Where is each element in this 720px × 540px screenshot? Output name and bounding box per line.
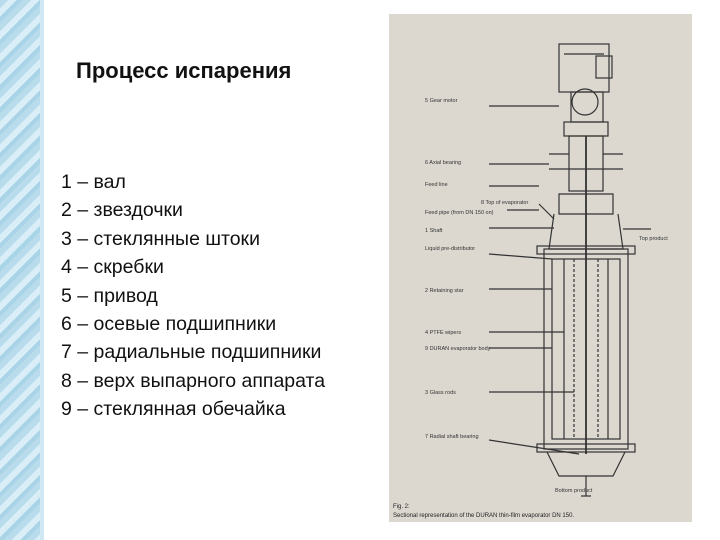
legend-item: 6 – осевые подшипники <box>61 313 277 336</box>
label-axial-bearing: 6 Axial bearing <box>425 160 461 166</box>
label-duran-body: 9 DURAN evaporator body <box>425 346 491 352</box>
label-ptfe-wipers: 4 PTFE wipers <box>425 330 461 336</box>
legend-item: 3 – стеклянные штоки <box>61 227 260 250</box>
legend-item: 9 – стеклянная обечайка <box>61 398 286 421</box>
evaporator-bottom-drawing <box>546 451 626 477</box>
label-top-product: Top product <box>639 236 668 242</box>
evaporator-body-drawing <box>543 248 629 450</box>
evaporator-figure: 5 Gear motor 6 Axial bearing Feed line 8… <box>389 14 692 522</box>
label-gear-motor: 5 Gear motor <box>425 98 458 104</box>
gearbox-drawing <box>571 88 599 116</box>
label-top-of-evaporator: 8 Top of evaporator <box>481 200 528 206</box>
legend-item: 5 – привод <box>61 284 158 307</box>
gear-motor-drawing <box>558 43 610 93</box>
label-shaft: 1 Shaft <box>425 228 443 234</box>
label-feed-pipe: Feed pipe (from DN 150 on) <box>425 210 494 216</box>
label-retaining-star: 2 Retaining star <box>425 288 464 294</box>
legend-list: 1 – вал 2 – звездочки 3 – стеклянные што… <box>61 168 325 424</box>
label-glass-rods: 3 Glass rods <box>425 390 456 396</box>
label-radial-bearing: 7 Radial shaft bearing <box>425 434 479 440</box>
figure-caption-text: Sectional representation of the DURAN th… <box>393 513 574 519</box>
legend-item: 8 – верх выпарного аппарата <box>61 369 326 392</box>
evaporator-drawing: 5 Gear motor 6 Axial bearing Feed line 8… <box>393 43 668 519</box>
figure-caption-title: Fig. 2: <box>393 504 410 510</box>
legend-item: 7 – радиальные подшипники <box>61 341 322 364</box>
legend-item: 2 – звездочки <box>61 199 183 222</box>
label-bottom-product: Bottom product <box>555 488 593 494</box>
label-feed-line: Feed line <box>425 182 448 188</box>
decorative-border <box>0 0 44 540</box>
legend-item: 1 – вал <box>61 171 126 193</box>
label-liquid-predistributor: Liquid pre-distributor <box>425 246 475 252</box>
slide-title: Процесс испарения <box>76 58 292 83</box>
legend-item: 4 – скребки <box>61 256 164 279</box>
